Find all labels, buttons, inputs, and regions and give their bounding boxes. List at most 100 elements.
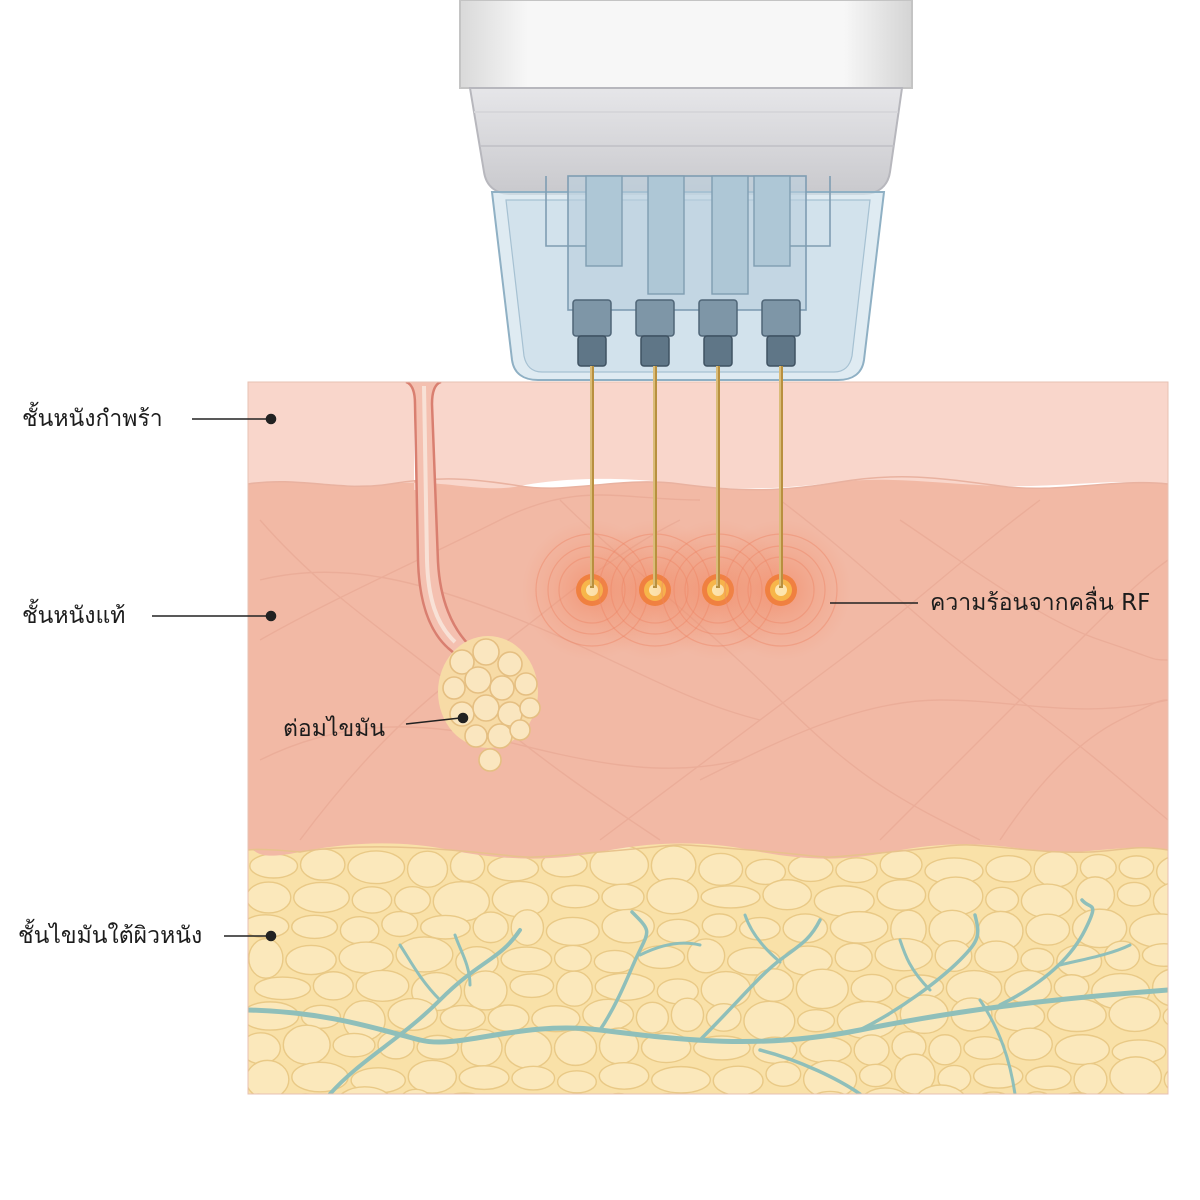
fat-cell <box>815 1090 846 1094</box>
fat-cell <box>985 854 1032 883</box>
fat-cell <box>635 1001 670 1034</box>
fat-cell <box>1054 1034 1110 1066</box>
fat-cell <box>553 1029 598 1067</box>
gland-lobule <box>509 719 531 741</box>
fat-cell <box>1118 855 1155 880</box>
fat-cell <box>248 937 284 979</box>
fat-cell <box>312 971 354 1001</box>
fat-cell <box>550 884 600 909</box>
fat-cell <box>744 858 787 886</box>
rf-heat-zones <box>522 520 851 660</box>
fat-cell <box>974 940 1019 973</box>
fat-cell <box>487 1004 530 1033</box>
fat-cell <box>285 944 337 976</box>
fat-cell <box>651 1065 711 1094</box>
leader-dot-dermis <box>265 610 277 622</box>
fat-cell <box>401 1088 430 1094</box>
fat-cell <box>406 850 449 888</box>
fat-cell <box>1025 1091 1049 1094</box>
gland-lobule <box>514 672 538 696</box>
fat-cell <box>299 848 346 881</box>
fat-cell <box>1025 913 1071 946</box>
fat-cell <box>1073 1062 1108 1094</box>
fat-cell <box>700 885 761 909</box>
fat-cell <box>509 973 555 999</box>
leader-lines <box>152 413 918 942</box>
fat-cell <box>545 916 600 947</box>
fat-cell <box>339 915 380 945</box>
fat-cell <box>646 877 699 915</box>
fat-cell <box>797 1009 836 1033</box>
fat-cell <box>917 1084 965 1094</box>
needle-hub <box>766 335 796 367</box>
fat-cell <box>458 1065 510 1091</box>
fat-cell <box>985 886 1020 913</box>
fat-cell <box>1075 876 1116 915</box>
fat-cell <box>879 849 923 880</box>
fat-cell <box>555 970 593 1007</box>
needle-connector <box>635 299 675 337</box>
fat-cell <box>598 1061 650 1090</box>
fat-cell <box>1128 913 1168 949</box>
gland-lobule <box>489 675 515 701</box>
fat-cell <box>449 849 486 883</box>
fat-cell <box>656 918 700 944</box>
fat-cell <box>686 938 726 974</box>
fat-cell <box>601 883 645 911</box>
fat-cell <box>1152 882 1168 919</box>
fat-cell <box>1140 1098 1182 1122</box>
fat-cell <box>712 1065 764 1094</box>
fat-cell <box>1007 1027 1053 1061</box>
hair-shaft <box>422 385 457 644</box>
fat-cell <box>864 1087 907 1094</box>
fat-cell <box>393 886 432 915</box>
fat-cell <box>338 941 394 974</box>
label-rf-heat: ความร้อนจากคลื่น RF <box>930 590 1151 616</box>
fat-cell <box>387 997 439 1031</box>
fat-cell <box>381 910 419 938</box>
fat-cell <box>1066 1091 1089 1094</box>
leader-dot-subcut <box>265 930 277 942</box>
gland-lobule <box>497 651 523 677</box>
skin-frame <box>247 381 1169 1095</box>
fat-cell <box>853 1034 890 1066</box>
fat-cell <box>1025 1065 1072 1091</box>
label-dermis: ชั้นหนังแท้ <box>22 603 126 629</box>
gland-lobule <box>464 666 492 694</box>
blood-vessels <box>248 898 1168 1094</box>
fat-cell <box>1033 850 1079 888</box>
fat-cell <box>1162 1007 1168 1026</box>
fat-cell <box>451 1092 478 1094</box>
fat-cell <box>876 879 927 911</box>
fat-cell <box>850 973 894 1004</box>
fat-cell <box>701 913 738 938</box>
fat-cell <box>1109 1056 1162 1094</box>
fat-cell <box>858 1063 893 1088</box>
fat-cell <box>593 949 636 974</box>
fat-cell <box>719 1093 729 1094</box>
fat-cell <box>980 1091 1007 1094</box>
fat-cell <box>765 1061 802 1088</box>
fat-cell <box>787 854 834 883</box>
fat-cell <box>743 1000 796 1042</box>
fat-cell <box>894 1053 936 1094</box>
rf-handpiece <box>459 0 913 588</box>
label-subcutaneous-fat: ชั้นไขมันใต้ผิวหนัง <box>18 923 203 949</box>
skin-cross-section <box>248 382 1182 1124</box>
fat-cell <box>531 1005 581 1033</box>
fat-cell <box>1103 940 1141 972</box>
fat-cell <box>1163 1070 1168 1090</box>
fat-cell <box>297 1093 314 1094</box>
fat-cell <box>1141 943 1168 968</box>
leader-dot-sebaceous <box>457 712 469 724</box>
fat-cell <box>753 1097 801 1124</box>
fat-cell <box>637 945 686 970</box>
epidermis-layer <box>248 382 1168 490</box>
gland-lobule <box>449 649 475 675</box>
fat-cell <box>504 1029 553 1070</box>
fat-cell <box>291 1061 349 1093</box>
fat-cells <box>248 844 1182 1124</box>
fat-cell <box>698 852 744 887</box>
leader-sebaceous <box>405 717 461 725</box>
